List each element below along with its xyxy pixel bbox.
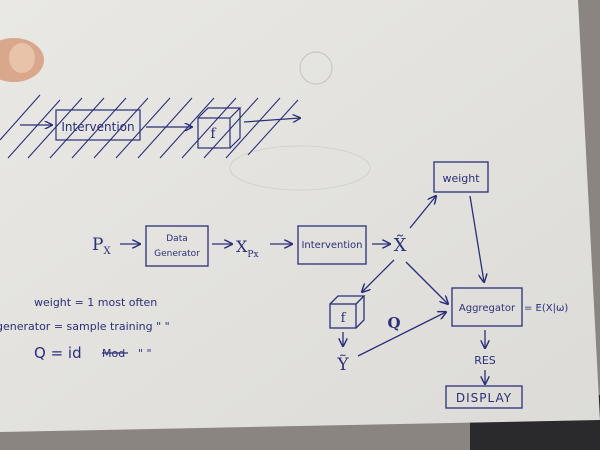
- ghost-ellipse: [229, 145, 371, 191]
- top-intervention-box: [55, 109, 141, 141]
- aggregator-box: [451, 287, 523, 327]
- px-label: PX: [92, 235, 111, 257]
- x-tilde-label: X̃: [394, 234, 407, 256]
- arrow-weight-to-aggregator: [469, 195, 484, 282]
- display-label: DISPLAY: [456, 391, 512, 405]
- intervention-label: Intervention: [301, 240, 362, 251]
- note-q: Q = id Mod " ": [34, 344, 152, 362]
- top-arrow-out: [243, 118, 300, 122]
- weight-label: weight: [442, 172, 480, 185]
- display-box: [445, 385, 523, 409]
- data-generator-label-1: Data: [166, 234, 188, 244]
- data-generator-box: [145, 225, 209, 267]
- arrow-xtilde-to-f: [362, 259, 395, 292]
- x-px-label: XPx: [236, 237, 259, 260]
- aggregator-label: Aggregator: [459, 303, 516, 314]
- note-generator: generator = sample training " ": [0, 320, 170, 333]
- note-q-ditto: " ": [138, 347, 152, 360]
- arrow-xtilde-to-aggregator: [405, 261, 448, 304]
- f-label: f: [341, 311, 347, 326]
- top-sketch: [0, 94, 300, 159]
- top-f-cube: [197, 107, 242, 149]
- weight-box: [433, 161, 489, 193]
- note-weight: weight = 1 most often: [34, 296, 157, 309]
- top-f-label: f: [210, 126, 217, 142]
- q-label: Q: [387, 314, 400, 332]
- intervention-box: [297, 225, 367, 265]
- f-cube: [329, 295, 366, 329]
- paper-sheet: [0, 0, 600, 432]
- data-generator-label-2: Generator: [154, 249, 200, 259]
- note-q-main: Q = id: [34, 344, 82, 362]
- thumb: [0, 38, 44, 82]
- res-label: RES: [474, 354, 496, 367]
- top-intervention-label: Intervention: [61, 120, 134, 134]
- aggregator-formula: = E(X|ω): [524, 303, 568, 314]
- ghost-circle: [299, 51, 333, 85]
- arrow-ytilde-to-aggregator: [357, 312, 446, 357]
- y-tilde-label: Ỹ: [336, 354, 349, 375]
- arrow-xtilde-to-weight: [409, 196, 436, 229]
